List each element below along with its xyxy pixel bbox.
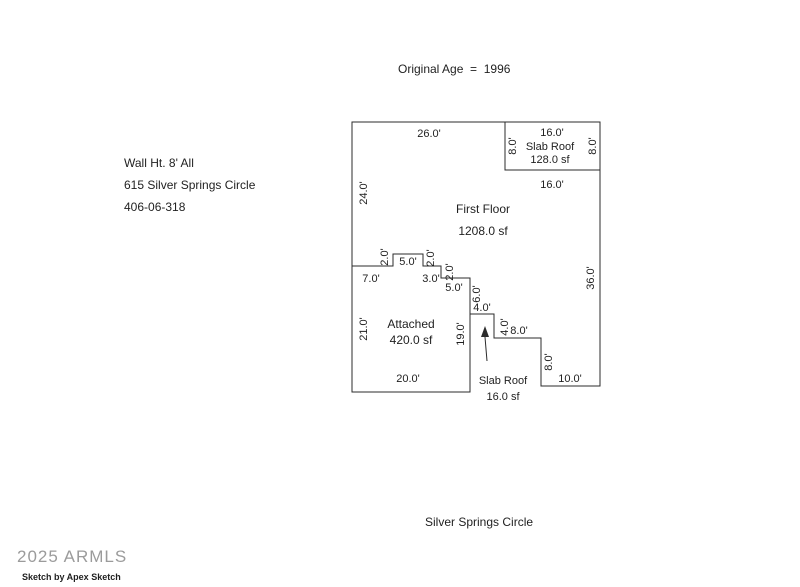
dim-garage-left-21ft: 21.0' [358, 317, 370, 341]
dim-garage-bottom-20ft: 20.0' [396, 373, 420, 385]
dim-bottom-right-10ft: 10.0' [558, 373, 582, 385]
street-name-label: Silver Springs Circle [425, 515, 534, 529]
parcel-number: 406-06-318 [124, 200, 186, 214]
dim-top-26ft: 26.0' [417, 128, 441, 140]
slab-roof-small-label: Slab Roof [479, 375, 528, 387]
dim-jog-up-2ft: 2.0' [379, 248, 391, 265]
first-floor-label: First Floor [456, 202, 510, 216]
dim-jog-top-5ft: 5.0' [399, 256, 416, 268]
dim-jog-low-5ft: 5.0' [445, 282, 462, 294]
slab-roof-outline [505, 121, 601, 170]
slab-roof-large-label: Slab Roof [526, 141, 575, 153]
dim-slab-top-16ft: 16.0' [540, 127, 564, 139]
first-floor-area: 1208.0 sf [458, 224, 508, 238]
address-line: 615 Silver Springs Circle [124, 178, 256, 192]
property-info-block: Wall Ht. 8' All 615 Silver Springs Circl… [124, 152, 255, 218]
sketch-credit: Sketch by Apex Sketch [22, 572, 121, 582]
dim-top-right-16ft: 16.0' [540, 179, 564, 191]
slab-roof-pointer-arrow [481, 326, 489, 362]
dim-left-upper-24ft: 24.0' [358, 181, 370, 205]
armls-watermark: 2025 ARMLS [17, 547, 128, 566]
attached-label: Attached [387, 317, 434, 331]
dim-step-down-6ft: 6.0' [471, 285, 483, 302]
dim-slab-left-8ft: 8.0' [507, 137, 519, 154]
slab-roof-large-area: 128.0 sf [530, 154, 570, 166]
dim-garage-right-19ft: 19.0' [455, 322, 467, 346]
original-age-note: Original Age = 1996 [398, 62, 511, 76]
dim-step-down-8ft: 8.0' [543, 353, 555, 370]
dim-garage-top-7ft: 7.0' [362, 273, 379, 285]
dim-step-right-8ft: 8.0' [510, 325, 527, 337]
dim-jog-down-2ft-b: 2.0' [444, 263, 456, 280]
dim-slab-right-8ft: 8.0' [587, 137, 599, 154]
attached-area: 420.0 sf [390, 333, 433, 347]
dim-step-right-4ft: 4.0' [473, 302, 490, 314]
wall-height-note: Wall Ht. 8' All [124, 156, 194, 170]
dim-right-side-36ft: 36.0' [585, 266, 597, 290]
attached-garage-outline [351, 266, 471, 393]
dim-jog-mid-3ft: 3.0' [422, 273, 439, 285]
slab-roof-small-area: 16.0 sf [486, 391, 520, 403]
dim-step-down-4ft: 4.0' [499, 318, 511, 335]
dim-jog-down-2ft-a: 2.0' [425, 249, 437, 266]
